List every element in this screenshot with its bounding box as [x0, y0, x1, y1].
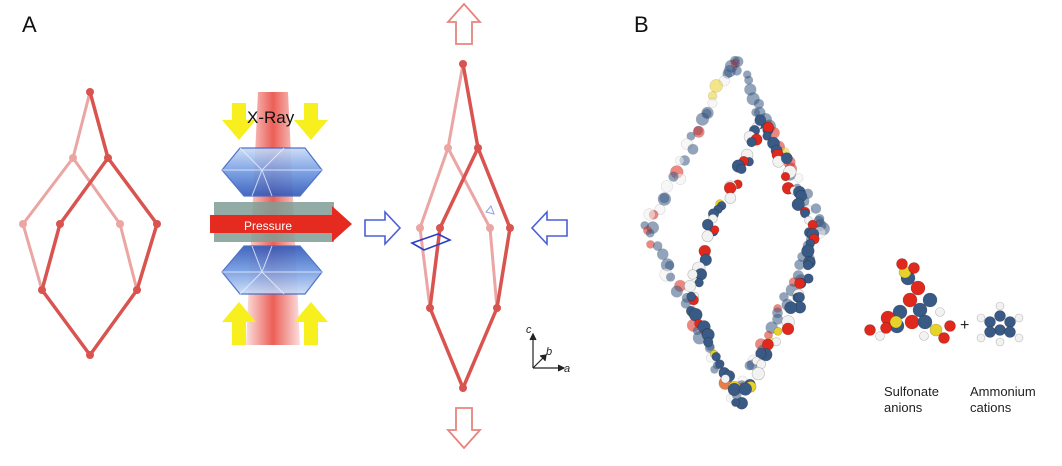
sulfonate-anion-molecule	[864, 258, 956, 344]
compression-arrow-left	[364, 209, 402, 247]
anion-caption-line1: Sulfonate	[884, 384, 939, 399]
expansion-arrow-down	[445, 407, 483, 450]
framework-ambient	[19, 88, 161, 359]
compression-arrow-right	[530, 209, 568, 247]
expansion-arrow-up	[445, 2, 483, 45]
axis-c-label: c	[526, 324, 532, 336]
pressure-label: Pressure	[244, 219, 292, 233]
xray-label: X-Ray	[247, 108, 295, 127]
panel-label-a: A	[22, 12, 37, 37]
anion-caption: Sulfonate anions	[884, 384, 939, 416]
xray-arrow-down-left	[222, 103, 256, 140]
upper-diamond	[221, 147, 323, 197]
xray-arrow-up-left	[222, 302, 256, 345]
axis-b-label: b	[546, 346, 552, 358]
framework-compressed	[410, 60, 514, 392]
cation-caption: Ammonium cations	[970, 384, 1036, 416]
unit-cell-marker	[410, 233, 452, 251]
xray-arrow-down-right	[294, 103, 328, 140]
cation-caption-line1: Ammonium	[970, 384, 1036, 399]
diamond-anvil-cell: X-Ray Pressure	[210, 92, 352, 345]
xray-arrow-up-right	[294, 302, 328, 345]
pressure-arrow	[210, 206, 352, 242]
anion-caption-line2: anions	[884, 400, 923, 415]
cation-caption-line2: cations	[970, 400, 1012, 415]
ammonium-cation-molecule	[976, 301, 1024, 347]
panel-label-b: B	[634, 12, 649, 37]
small-arrow-marker	[485, 205, 495, 215]
axis-triad	[529, 332, 566, 372]
plus-sign: +	[960, 317, 969, 334]
hydrogen-bonded-framework	[640, 55, 830, 410]
lower-diamond	[221, 245, 323, 295]
axis-a-label: a	[564, 363, 570, 375]
